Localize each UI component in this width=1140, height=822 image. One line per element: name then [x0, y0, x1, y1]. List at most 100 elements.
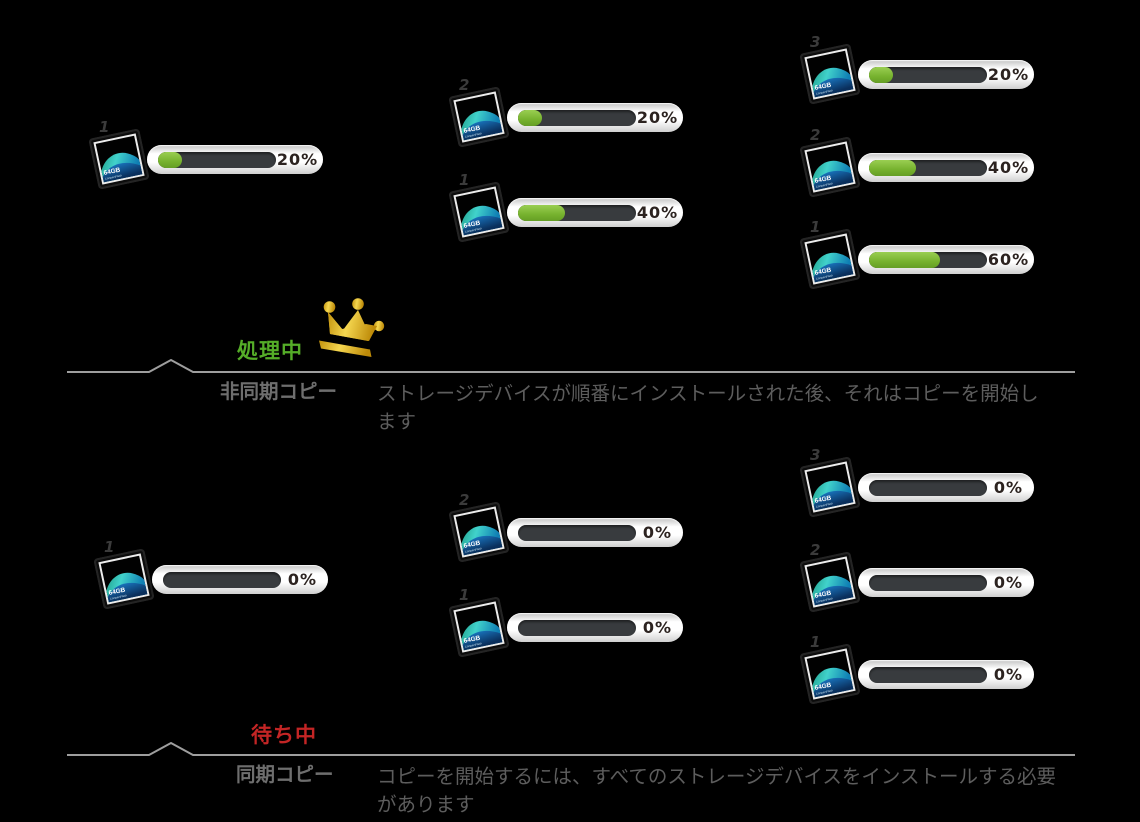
device-row: 3 64GB CompactFlash 20% [799, 33, 1043, 113]
card-capacity-label: 64GB [463, 635, 481, 645]
card-brand-label: CompactFlash [815, 273, 833, 281]
device-row: 1 64GB CompactFlash 0% [799, 633, 1043, 713]
card-capacity-label: 64GB [814, 590, 832, 600]
progress-fill [518, 109, 542, 126]
progress-bar: 0% [507, 518, 683, 547]
device-number: 1 [99, 118, 110, 136]
progress-bar: 0% [152, 565, 328, 594]
progress-track [163, 571, 281, 588]
description-line: ます [377, 411, 417, 433]
cf-card-icon: 64GB CompactFlash [799, 456, 861, 518]
card-capacity-label: 64GB [814, 82, 832, 92]
progress-track [869, 479, 987, 496]
progress-fill [518, 204, 566, 221]
device-number: 1 [459, 586, 470, 604]
section-description-async: ストレージデバイスが順番にインストールされた後、それはコピーを開始し ます [377, 380, 1089, 436]
device-number: 1 [104, 538, 115, 556]
progress-percent-label: 60% [987, 249, 1030, 269]
card-capacity-label: 64GB [108, 587, 126, 597]
progress-percent-label: 20% [276, 149, 319, 169]
cf-card-icon: 64GB CompactFlash [799, 228, 861, 290]
progress-fill [158, 151, 182, 168]
device-number: 2 [810, 126, 821, 144]
cf-card-icon: 64GB CompactFlash [93, 548, 155, 610]
progress-bar: 0% [858, 568, 1034, 597]
device-row: 3 64GB CompactFlash 0% [799, 446, 1043, 526]
device-number: 2 [459, 491, 470, 509]
card-brand-label: CompactFlash [815, 501, 833, 509]
section-title-sync: 同期コピー [236, 764, 334, 786]
progress-bar: 0% [858, 660, 1034, 689]
card-brand-label: CompactFlash [464, 546, 482, 554]
description-line: コピーを開始するには、すべてのストレージデバイスをインストールする必要 [377, 766, 1056, 788]
device-number: 1 [459, 171, 470, 189]
card-capacity-label: 64GB [814, 267, 832, 277]
section-title-async: 非同期コピー [220, 381, 338, 403]
progress-bar: 20% [507, 103, 683, 132]
status-label-processing: 処理中 [237, 340, 303, 363]
card-brand-label: CompactFlash [464, 641, 482, 649]
device-row: 1 64GB CompactFlash 0% [448, 586, 692, 666]
cf-card-icon: 64GB CompactFlash [448, 501, 510, 563]
progress-bar: 20% [858, 60, 1034, 89]
progress-track [518, 524, 636, 541]
progress-bar: 0% [507, 613, 683, 642]
status-label-waiting: 待ち中 [251, 724, 317, 747]
device-number: 1 [810, 633, 821, 651]
device-row: 2 64GB CompactFlash 0% [799, 541, 1043, 621]
divider-async [67, 359, 1075, 373]
progress-percent-label: 20% [987, 64, 1030, 84]
section-description-sync: コピーを開始するには、すべてのストレージデバイスをインストールする必要 がありま… [377, 763, 1089, 819]
progress-percent-label: 0% [642, 522, 673, 542]
progress-percent-label: 0% [642, 617, 673, 637]
card-capacity-label: 64GB [814, 682, 832, 692]
device-number: 2 [810, 541, 821, 559]
progress-track [869, 574, 987, 591]
card-brand-label: CompactFlash [104, 173, 122, 181]
card-brand-label: CompactFlash [815, 88, 833, 96]
progress-fill [869, 251, 940, 268]
card-brand-label: CompactFlash [815, 688, 833, 696]
progress-percent-label: 20% [636, 107, 679, 127]
cf-card-icon: 64GB CompactFlash [799, 43, 861, 105]
card-brand-label: CompactFlash [464, 131, 482, 139]
description-line: があります [377, 794, 475, 816]
progress-track [518, 619, 636, 636]
description-line: ストレージデバイスが順番にインストールされた後、それはコピーを開始し [377, 383, 1039, 405]
progress-percent-label: 0% [287, 569, 318, 589]
cf-card-icon: 64GB CompactFlash [799, 136, 861, 198]
progress-bar: 40% [507, 198, 683, 227]
device-row: 1 64GB CompactFlash 0% [93, 538, 337, 618]
card-capacity-label: 64GB [463, 220, 481, 230]
cf-card-icon: 64GB CompactFlash [799, 551, 861, 613]
progress-bar: 60% [858, 245, 1034, 274]
card-capacity-label: 64GB [814, 175, 832, 185]
progress-fill [869, 66, 893, 83]
cf-card-icon: 64GB CompactFlash [448, 181, 510, 243]
progress-bar: 0% [858, 473, 1034, 502]
card-brand-label: CompactFlash [815, 596, 833, 604]
device-row: 1 64GB CompactFlash 60% [799, 218, 1043, 298]
device-number: 2 [459, 76, 470, 94]
crown-icon [319, 298, 385, 357]
progress-percent-label: 0% [993, 477, 1024, 497]
progress-fill [869, 159, 917, 176]
progress-track [869, 159, 987, 176]
progress-percent-label: 0% [993, 664, 1024, 684]
device-row: 1 64GB CompactFlash 20% [88, 118, 332, 198]
progress-track [158, 151, 276, 168]
progress-bar: 40% [858, 153, 1034, 182]
card-capacity-label: 64GB [103, 167, 121, 177]
device-row: 2 64GB CompactFlash 0% [448, 491, 692, 571]
card-brand-label: CompactFlash [464, 226, 482, 234]
device-row: 2 64GB CompactFlash 40% [799, 126, 1043, 206]
progress-bar: 20% [147, 145, 323, 174]
device-number: 3 [810, 446, 821, 464]
cf-card-icon: 64GB CompactFlash [799, 643, 861, 705]
cf-card-icon: 64GB CompactFlash [448, 86, 510, 148]
progress-track [869, 666, 987, 683]
progress-percent-label: 0% [993, 572, 1024, 592]
card-capacity-label: 64GB [814, 495, 832, 505]
